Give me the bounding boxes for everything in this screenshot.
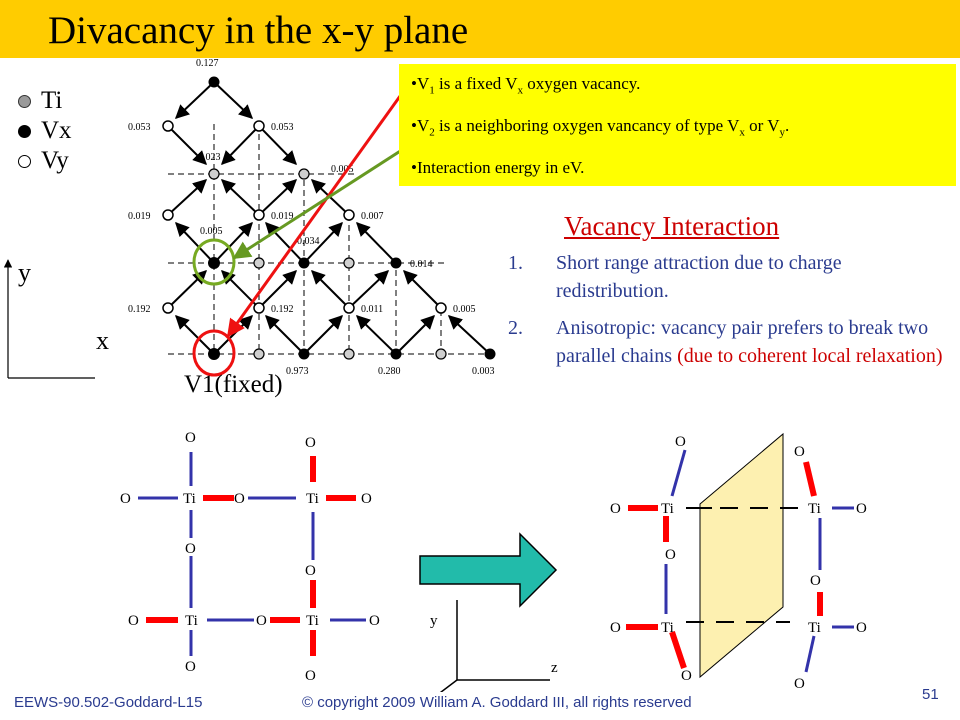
bullet-v2: •V2 is a neighboring oxygen vancancy of … <box>411 116 790 139</box>
svg-text:O: O <box>128 613 139 629</box>
svg-text:O: O <box>675 434 686 450</box>
axis-y-label: y <box>430 613 438 629</box>
svg-text:O: O <box>610 501 621 517</box>
energy-label: 0.023 <box>198 152 221 163</box>
green-pointer-arrow <box>232 146 406 260</box>
energy-label: 0.192 <box>128 304 151 315</box>
svg-text:Ti: Ti <box>183 491 196 507</box>
vacancy-interaction-list: 1. Short range attraction due to charge … <box>508 249 948 379</box>
bullet-v1: •V1 is a fixed Vx oxygen vacancy. <box>411 74 641 97</box>
energy-label: 0.053 <box>128 122 151 133</box>
ti-icon <box>18 94 31 108</box>
svg-text:O: O <box>361 491 372 507</box>
footer-course-id: EEWS-90.502-Goddard-L15 <box>14 694 203 711</box>
legend-label-ti: Ti <box>41 87 63 114</box>
yz-axes: y z x <box>430 600 558 692</box>
title-underline <box>0 58 505 60</box>
vy-atoms <box>162 120 447 314</box>
legend-item-ti: Ti <box>18 86 72 116</box>
svg-text:O: O <box>234 491 245 507</box>
svg-text:O: O <box>665 547 676 563</box>
energy-label: 0.014 <box>410 259 433 270</box>
vy-icon <box>18 154 31 168</box>
svg-text:O: O <box>681 668 692 684</box>
svg-text:O: O <box>256 613 267 629</box>
energy-label: 0.005 <box>200 226 223 237</box>
svg-text:O: O <box>185 659 196 675</box>
slide-title: Divacancy in the x-y plane <box>48 9 469 52</box>
left-chain-diagram: O O O Ti O Ti O O O O Ti O Ti O O O <box>120 430 380 684</box>
energy-label: 0.973 <box>286 366 309 377</box>
svg-text:O: O <box>856 620 867 636</box>
energy-labels: 0.127 0.053 0.053 0.023 0.005 0.019 0.01… <box>128 58 495 377</box>
energy-label: 0.011 <box>361 304 383 315</box>
svg-text:Ti: Ti <box>808 620 821 636</box>
energy-label: 0.127 <box>196 58 219 69</box>
list-item: 1. Short range attraction due to charge … <box>508 252 842 302</box>
lattice-diagram: 0.127 0.053 0.053 0.023 0.005 0.019 0.01… <box>3 58 496 398</box>
svg-text:Ti: Ti <box>306 613 319 629</box>
energy-label: 0.003 <box>472 366 495 377</box>
energy-label: 0.019 <box>128 211 151 222</box>
svg-text:Ti: Ti <box>306 491 319 507</box>
energy-label: 0.005 <box>331 164 354 175</box>
energy-label: 0.053 <box>271 122 294 133</box>
svg-text:O: O <box>856 501 867 517</box>
energy-label: 0.019 <box>271 211 294 222</box>
axis-z-label: z <box>551 660 558 676</box>
right-chain-diagram: O O O Ti Ti O O O O Ti Ti O O O <box>610 432 867 692</box>
vx-icon <box>18 124 31 138</box>
legend-item-vy: Vy <box>18 146 72 176</box>
definition-box: •V1 is a fixed Vx oxygen vacancy. •V2 is… <box>399 64 956 186</box>
legend-label-vy: Vy <box>41 147 69 174</box>
energy-label: 0.007 <box>361 211 384 222</box>
energy-label: 0.192 <box>271 304 294 315</box>
list-item: 2. Anisotropic: vacancy pair prefers to … <box>508 317 943 367</box>
energy-label: 0.280 <box>378 366 401 377</box>
legend: Ti Vx Vy <box>18 86 72 176</box>
svg-text:O: O <box>610 620 621 636</box>
ti-atoms <box>208 168 447 360</box>
legend-item-vx: Vx <box>18 116 72 146</box>
svg-text:O: O <box>794 676 805 692</box>
svg-text:O: O <box>305 563 316 579</box>
svg-text:O: O <box>185 430 196 446</box>
svg-text:Ti: Ti <box>185 613 198 629</box>
chain-diagrams: O O O Ti O Ti O O O O Ti O Ti O O O y z … <box>120 430 867 692</box>
energy-label: 0.034 <box>297 236 320 247</box>
page-number: 51 <box>922 686 939 703</box>
svg-text:O: O <box>369 613 380 629</box>
energy-label: 0.005 <box>453 304 476 315</box>
svg-text:O: O <box>810 573 821 589</box>
lattice-arrows <box>167 81 491 355</box>
bullet-energy: •Interaction energy in eV. <box>411 158 585 177</box>
legend-label-vx: Vx <box>41 117 72 144</box>
lattice-y-label: y <box>18 258 31 287</box>
svg-text:Ti: Ti <box>808 501 821 517</box>
v1-highlight <box>192 329 236 377</box>
v2-highlight <box>192 238 236 286</box>
vx-atoms <box>208 76 496 360</box>
vacancy-interaction-title: Vacancy Interaction <box>564 211 780 241</box>
svg-text:Ti: Ti <box>661 620 674 636</box>
svg-text:O: O <box>305 668 316 684</box>
svg-text:O: O <box>120 491 131 507</box>
relaxation-plane <box>699 432 784 679</box>
red-pointer-arrow <box>226 84 410 338</box>
svg-text:O: O <box>794 444 805 460</box>
transition-arrow-icon <box>419 532 558 608</box>
footer-copyright: © copyright 2009 William A. Goddard III,… <box>302 694 692 711</box>
svg-text:O: O <box>305 435 316 451</box>
svg-text:O: O <box>185 541 196 557</box>
svg-text:Ti: Ti <box>661 501 674 517</box>
title-bar <box>0 0 960 58</box>
lattice-x-label: x <box>96 326 109 355</box>
v1-fixed-label: V1(fixed) <box>184 371 283 398</box>
